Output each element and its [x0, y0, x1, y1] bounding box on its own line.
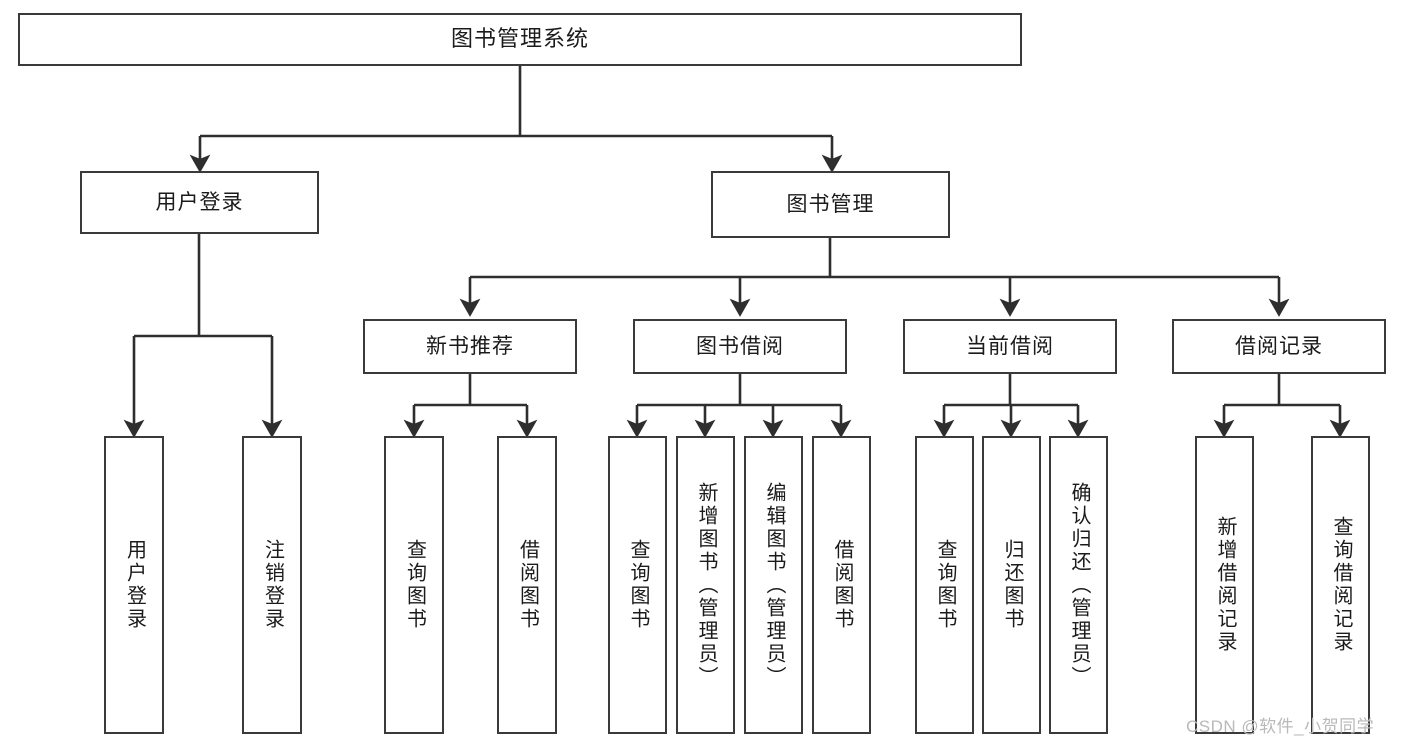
node-new-book-recommend[interactable]: 新书推荐: [363, 319, 577, 374]
node-borrow-records[interactable]: 借阅记录: [1172, 319, 1386, 374]
leaf-label: 借阅图书: [831, 539, 853, 631]
leaf-label: 编辑图书（管理员）: [763, 481, 785, 689]
leaf-current-query-book[interactable]: 查询图书: [915, 436, 974, 734]
node-label: 图书管理系统: [450, 26, 589, 52]
leaf-label: 归还图书: [1001, 539, 1023, 631]
leaf-recommend-query-book[interactable]: 查询图书: [384, 436, 444, 734]
leaf-records-query-record[interactable]: 查询借阅记录: [1311, 436, 1370, 734]
leaf-label: 用户登录: [123, 539, 146, 631]
leaf-label: 确认归还（管理员）: [1068, 481, 1090, 689]
node-book-borrow[interactable]: 图书借阅: [633, 319, 847, 374]
node-label: 当前借阅: [966, 334, 1054, 358]
leaf-label: 查询图书: [403, 539, 426, 631]
leaf-label: 查询图书: [627, 539, 649, 631]
leaf-borrow-query-book[interactable]: 查询图书: [608, 436, 667, 734]
node-label: 图书管理: [786, 192, 875, 216]
leaf-label: 查询图书: [934, 539, 956, 631]
node-label: 新书推荐: [426, 334, 514, 358]
leaf-user-login-login[interactable]: 用户登录: [104, 436, 164, 734]
leaf-label: 查询借阅记录: [1330, 516, 1352, 654]
leaf-current-confirm-return-admin[interactable]: 确认归还（管理员）: [1049, 436, 1108, 734]
leaf-records-add-record[interactable]: 新增借阅记录: [1195, 436, 1254, 734]
leaf-borrow-borrow-book[interactable]: 借阅图书: [812, 436, 871, 734]
node-current-borrow[interactable]: 当前借阅: [903, 319, 1117, 374]
node-root-system[interactable]: 图书管理系统: [18, 13, 1022, 66]
leaf-borrow-add-book-admin[interactable]: 新增图书（管理员）: [676, 436, 735, 734]
leaf-user-login-logout[interactable]: 注销登录: [242, 436, 302, 734]
node-label: 图书借阅: [696, 334, 784, 358]
node-label: 借阅记录: [1235, 334, 1323, 358]
node-book-management[interactable]: 图书管理: [711, 171, 950, 238]
leaf-label: 新增借阅记录: [1214, 516, 1236, 654]
leaf-label: 注销登录: [261, 539, 284, 631]
leaf-recommend-borrow-book[interactable]: 借阅图书: [497, 436, 557, 734]
leaf-label: 新增图书（管理员）: [695, 481, 717, 689]
leaf-borrow-edit-book-admin[interactable]: 编辑图书（管理员）: [744, 436, 803, 734]
csdn-watermark: CSDN @软件_小贺同学: [1186, 717, 1375, 736]
node-label: 用户登录: [155, 190, 244, 214]
node-user-login[interactable]: 用户登录: [80, 171, 319, 234]
leaf-current-return-book[interactable]: 归还图书: [982, 436, 1041, 734]
leaf-label: 借阅图书: [516, 539, 539, 631]
